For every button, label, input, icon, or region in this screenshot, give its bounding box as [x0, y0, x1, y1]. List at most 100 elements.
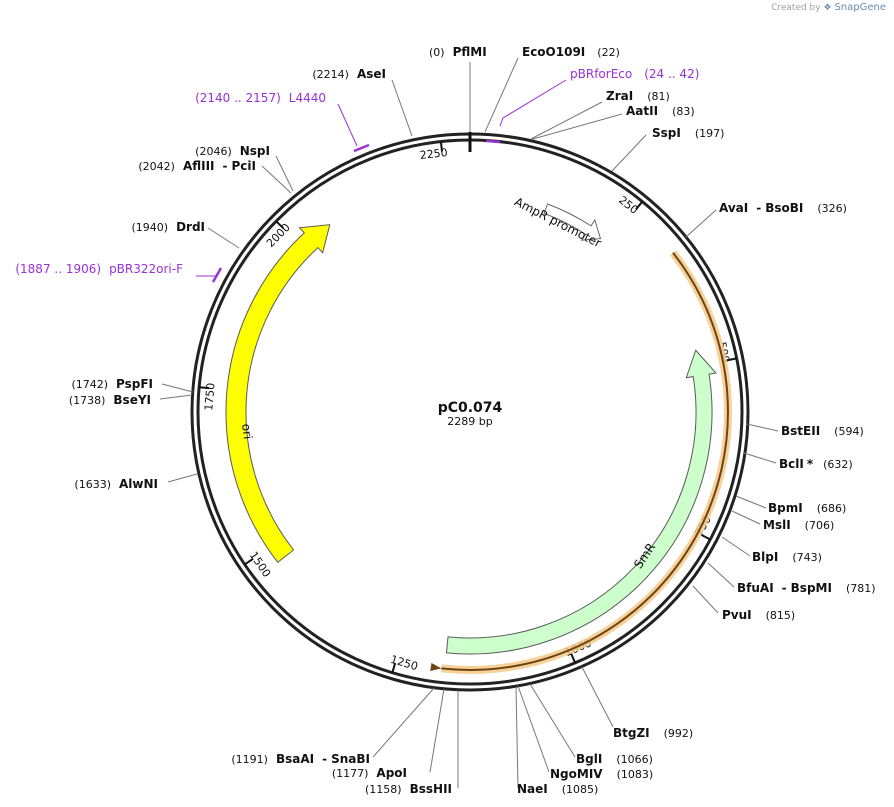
primer-pbr322ori-f[interactable]: (1887 .. 1906)pBR322ori-F — [15, 262, 183, 276]
site-bsshii-name: BssHII — [410, 782, 452, 796]
primer-pbrforeco-range: (24 .. 42) — [644, 67, 699, 81]
leader-bpmi — [735, 495, 767, 509]
tick-label-2000: 2000 — [264, 221, 293, 250]
site-bsobi-name: BsoBI — [765, 201, 803, 215]
tick-label-1750: 1750 — [202, 382, 217, 411]
site-btgzi-name: BtgZI — [613, 726, 650, 740]
feature-ampr-promoter[interactable] — [543, 203, 602, 241]
leader-naei — [515, 686, 519, 789]
site-ecoo109i[interactable]: EcoO109I (22) — [522, 45, 620, 59]
primer-mark-pbr322ori-f — [211, 267, 223, 283]
site-pcii-name: PciI — [232, 159, 257, 173]
leader-nspi — [275, 155, 294, 192]
site-aatii-name: AatII — [626, 104, 658, 118]
site-bcli-pos: (632) — [823, 458, 853, 471]
leader-bseyi — [159, 394, 193, 400]
site-aatii-pos: (83) — [672, 105, 695, 118]
site-ngomiv-name: NgoMIV — [550, 767, 603, 781]
leader-pvui — [692, 585, 719, 614]
site-apoi-pos: (1177) — [332, 767, 369, 780]
site-drdi[interactable]: (1940)DrdI — [131, 220, 205, 234]
feature-ori[interactable] — [225, 224, 331, 563]
leader-sspi — [611, 134, 647, 172]
credit-text: Created by — [771, 3, 821, 13]
site-bsshii[interactable]: (1158)BssHII — [365, 782, 452, 796]
tick-mark-1750 — [199, 386, 210, 390]
site-bgli[interactable]: BglI(1066) — [576, 752, 653, 766]
site-afliii-pcii[interactable]: (2042)AflIII-PciI — [138, 159, 256, 173]
leader-bsteii — [746, 423, 779, 432]
primer-mark-l4440 — [353, 143, 370, 153]
site-bfuai-sep: - — [782, 581, 787, 595]
site-avai-name: AvaI — [719, 201, 748, 215]
site-naei-name: NaeI — [517, 782, 548, 796]
site-apoi[interactable]: (1177) ApoI — [332, 766, 407, 780]
site-pvui[interactable]: PvuI(815) — [722, 608, 795, 622]
leader-ngomiv — [517, 685, 550, 773]
feature-smr[interactable] — [445, 349, 717, 655]
site-ngomiv[interactable]: NgoMIV(1083) — [550, 767, 653, 781]
primer-marks — [211, 139, 501, 283]
credit-brand: SnapGene — [834, 2, 886, 13]
site-bcli[interactable]: BclI*(632) — [779, 457, 853, 471]
leader-bfuai — [707, 562, 735, 588]
site-alwni-name: AlwNI — [119, 477, 158, 491]
site-btgzi[interactable]: BtgZI(992) — [613, 726, 693, 740]
site-nspi-pos: (2046) — [195, 145, 232, 158]
leader-apoi — [429, 688, 445, 773]
leader-alwni — [167, 473, 198, 483]
site-bfuai-name: BfuAI — [737, 581, 774, 595]
site-msli-name: MslI — [763, 518, 791, 532]
site-bsteii[interactable]: BstEII(594) — [781, 424, 864, 438]
site-asei[interactable]: (2214)AseI — [312, 67, 386, 81]
site-pflmi[interactable]: (0) PflMI — [429, 45, 487, 59]
site-naei-pos: (1085) — [562, 783, 599, 796]
tick-mark-2250 — [439, 141, 443, 152]
primer-l4440-name: L4440 — [289, 91, 326, 105]
site-alwni[interactable]: (1633)AlwNI — [74, 477, 158, 491]
primer-pbr322ori-f-name: pBR322ori-F — [109, 262, 183, 276]
primer-l4440[interactable]: (2140 .. 2157)L4440 — [195, 91, 326, 105]
leader-blpi — [721, 536, 751, 557]
site-bpmi[interactable]: BpmI(686) — [768, 501, 846, 515]
site-bfuai-bspmi[interactable]: BfuAI-BspMI(781) — [737, 581, 876, 595]
site-apoi-name: ApoI — [376, 766, 407, 780]
snapgene-logo-icon: ❖ — [823, 3, 832, 13]
plasmid-name: pC0.074 — [438, 400, 503, 416]
site-snabi-name: SnaBI — [331, 752, 370, 766]
orf-arrowhead — [430, 663, 442, 671]
leader-ecoo109i — [484, 57, 519, 133]
feature-label-ampr-promoter: AmpR promoter — [512, 195, 603, 251]
site-blpi[interactable]: BlpI(743) — [752, 550, 822, 564]
tick-mark-1250 — [391, 662, 397, 673]
site-pflmi-name: PflMI — [453, 45, 487, 59]
site-zrai[interactable]: ZraI(81) — [606, 89, 670, 103]
leader-msli — [731, 510, 761, 525]
tick-mark-250 — [635, 200, 644, 210]
site-pspfi[interactable]: (1742) PspFI — [71, 377, 153, 391]
site-bfuai-pos: (781) — [846, 582, 876, 595]
site-naei[interactable]: NaeI (1085) — [517, 782, 598, 796]
site-nspi[interactable]: (2046)NspI — [195, 144, 270, 158]
site-pspfi-name: PspFI — [116, 377, 153, 391]
leader-bcli — [743, 452, 777, 464]
site-bseyi[interactable]: (1738)BseYI — [69, 393, 151, 407]
site-bsaai-snabi[interactable]: (1191)BsaAI-SnaBI — [231, 752, 370, 766]
site-ecoo109i-pos: (22) — [597, 46, 620, 59]
site-avai-bsobi[interactable]: AvaI-BsoBI(326) — [719, 201, 847, 215]
primer-pbrforeco[interactable]: pBRforEco(24 .. 42) — [570, 67, 699, 81]
site-sspi[interactable]: SspI(197) — [652, 126, 724, 140]
site-drdi-name: DrdI — [176, 220, 205, 234]
site-pspfi-pos: (1742) — [71, 378, 108, 391]
orf-line — [441, 252, 729, 671]
tick-mark-500 — [726, 357, 737, 362]
site-pflmi-pos: (0) — [429, 46, 445, 59]
site-msli[interactable]: MslI(706) — [763, 518, 834, 532]
site-aatii[interactable]: AatII (83) — [626, 104, 695, 118]
site-bsteii-name: BstEII — [781, 424, 820, 438]
leader-bgli — [529, 683, 576, 758]
leader-drdi — [207, 227, 240, 249]
open-reading-frame-arc — [440, 250, 732, 674]
site-ecoo109i-name: EcoO109I — [522, 45, 585, 59]
